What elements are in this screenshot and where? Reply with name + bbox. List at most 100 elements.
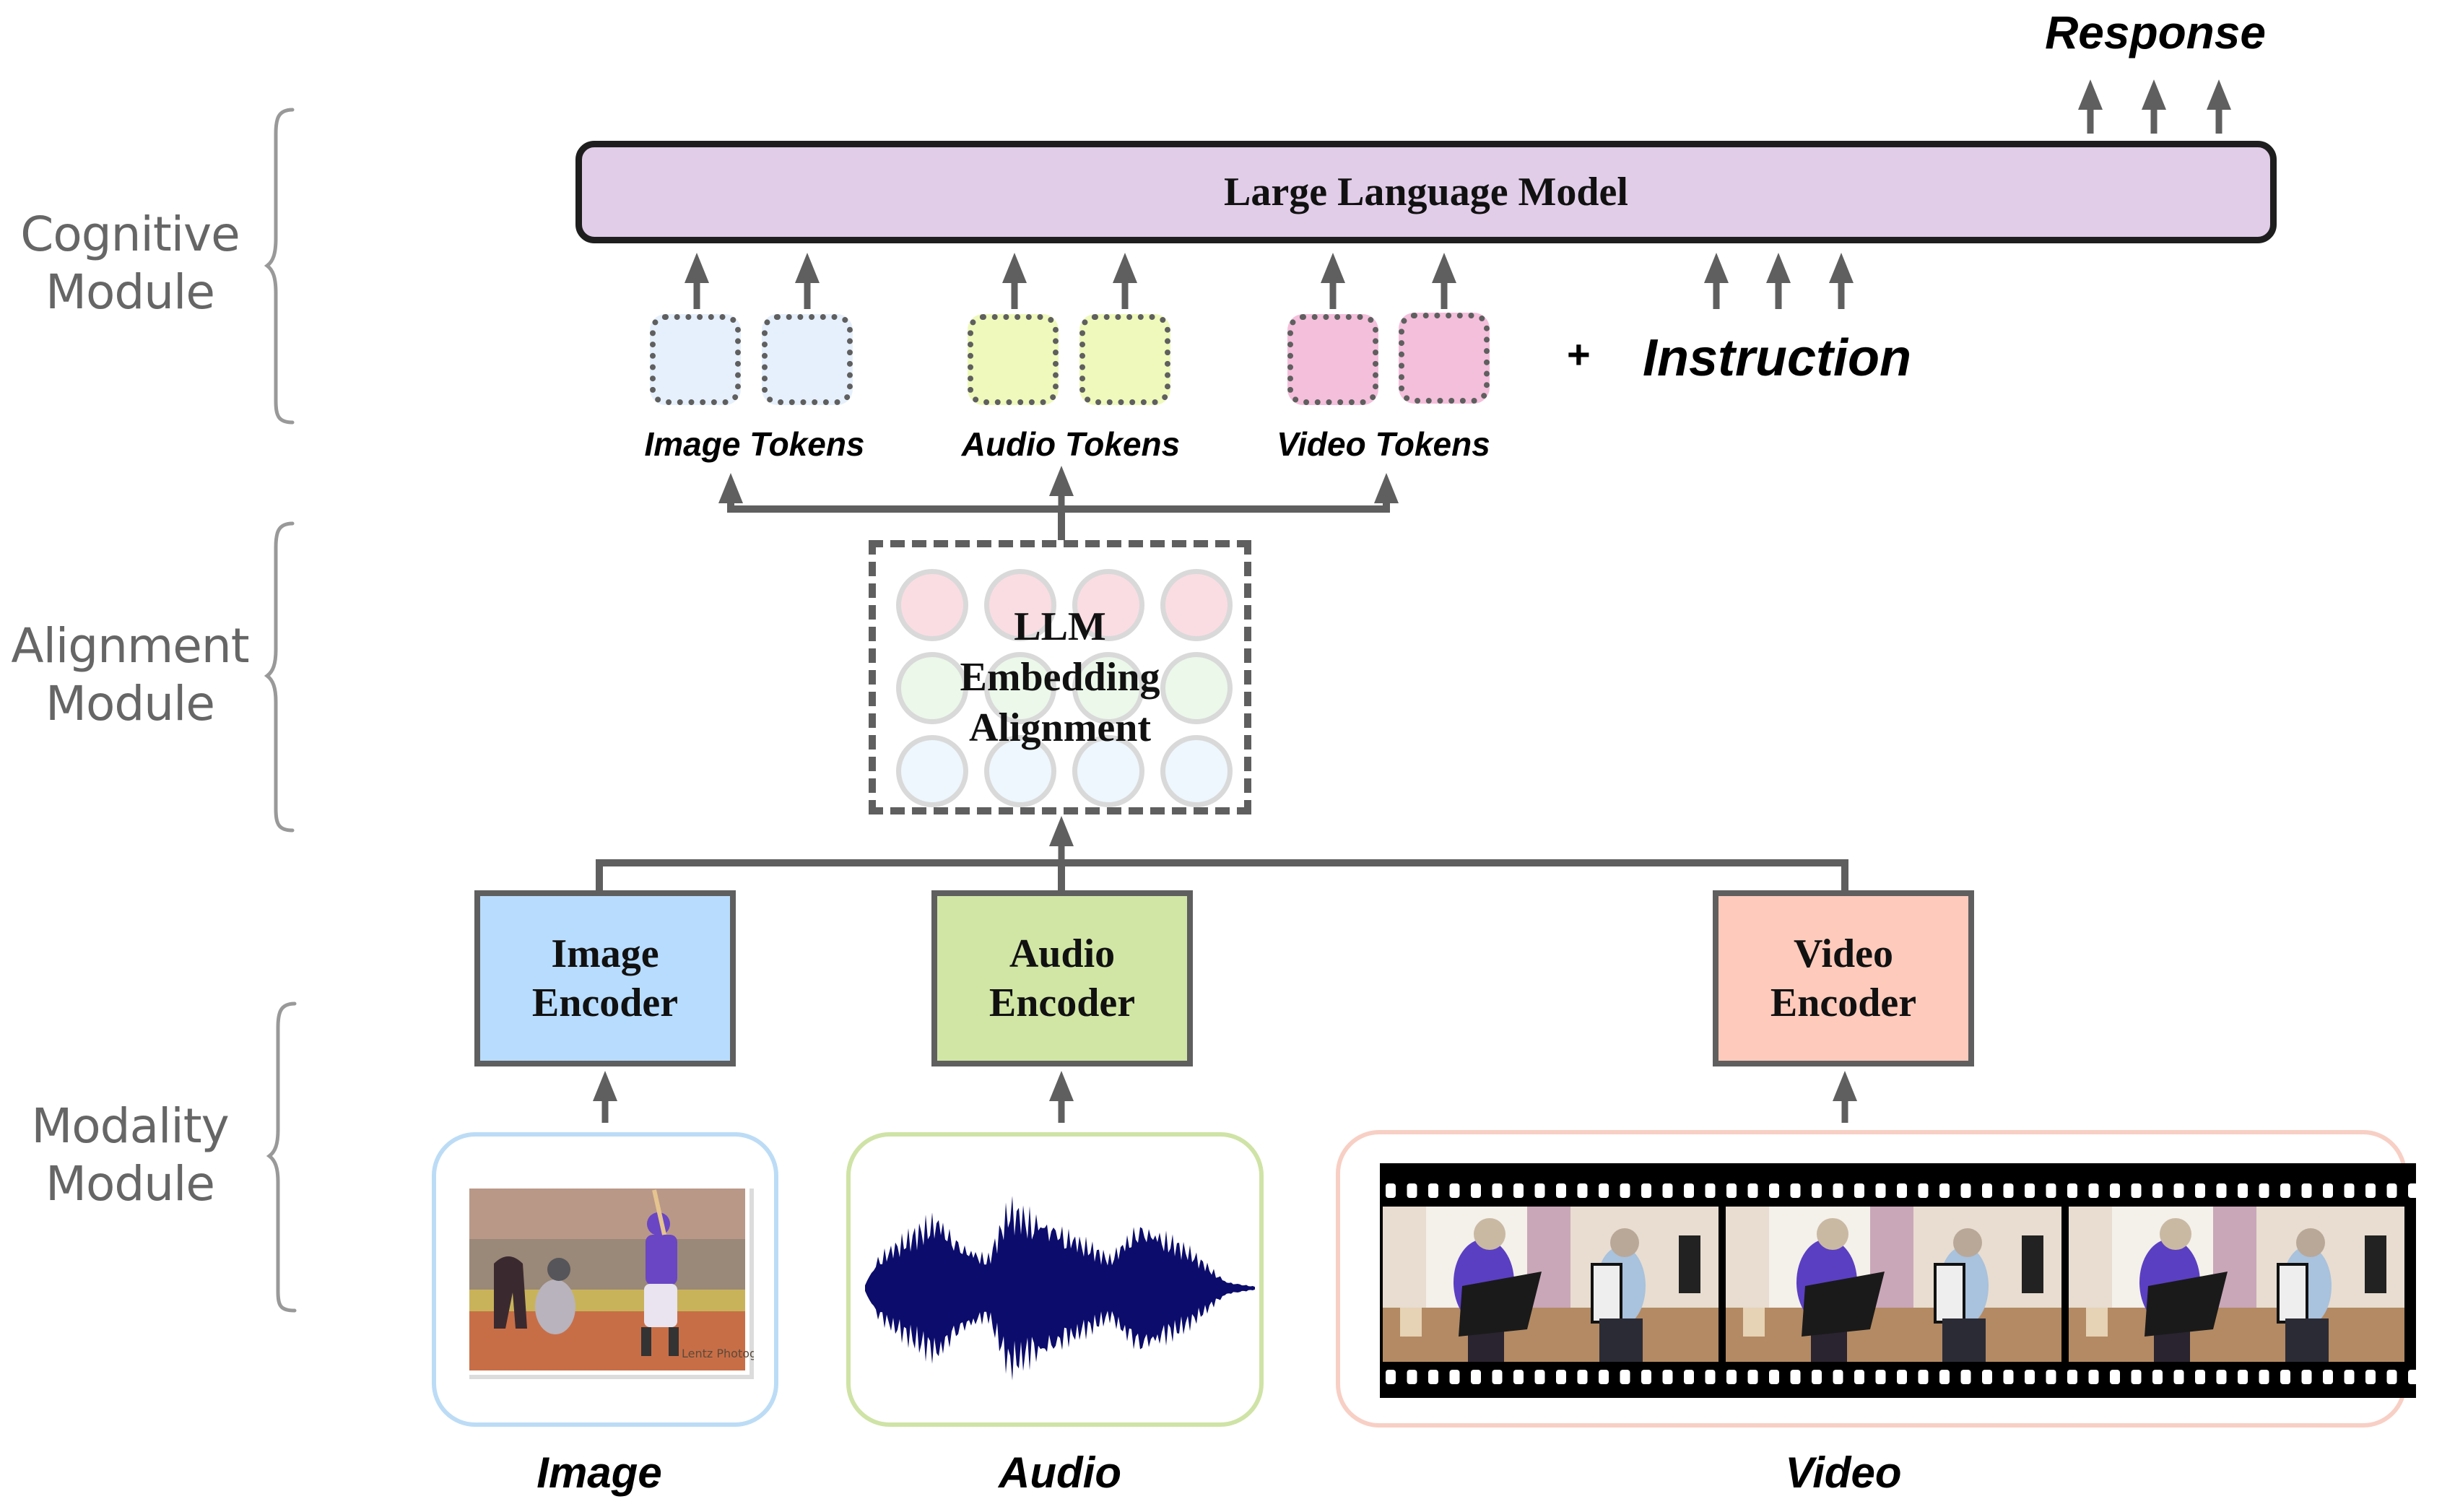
embedding-circle [984, 735, 1056, 807]
alignment-line1: LLM [1014, 604, 1106, 649]
film-hole-top [1492, 1183, 1503, 1198]
embedding-circle [896, 735, 968, 807]
film-hole-bottom [2259, 1370, 2269, 1384]
film-hole-top [2067, 1183, 2077, 1198]
film-hole-bottom [1556, 1370, 1566, 1384]
film-hole-bottom [2110, 1370, 2120, 1384]
token-to-llm-arrow-icon [795, 253, 820, 309]
film-hole-bottom [1726, 1370, 1737, 1384]
image-tokens-label: Image Tokens [644, 425, 865, 463]
llm-embedding-alignment-box: LLM Embedding Alignment [869, 540, 1251, 814]
film-hole-top [1471, 1183, 1481, 1198]
video-frame [2069, 1207, 2404, 1362]
film-hole-top [1726, 1183, 1737, 1198]
film-hole-bottom [1534, 1370, 1545, 1384]
instruction-label: Instruction [1643, 329, 1911, 387]
video-token-1 [1287, 314, 1378, 405]
film-hole-top [2386, 1183, 2397, 1198]
embedding-circle [1072, 652, 1144, 724]
film-hole-top [2003, 1183, 2014, 1198]
film-hole-top [2301, 1183, 2312, 1198]
film-hole-bottom [1790, 1370, 1801, 1384]
embedding-circle [1072, 569, 1144, 641]
input-to-encoder-arrow-icon [593, 1071, 617, 1123]
film-hole-bottom [1449, 1370, 1460, 1384]
film-hole-bottom [2131, 1370, 2142, 1384]
token-to-llm-arrow-icon [1002, 253, 1027, 309]
film-hole-top [1854, 1183, 1864, 1198]
film-hole-bottom [2280, 1370, 2290, 1384]
film-hole-top [1939, 1183, 1950, 1198]
film-hole-top [2216, 1183, 2227, 1198]
film-hole-bottom [1620, 1370, 1630, 1384]
embedding-circle [1072, 735, 1144, 807]
film-strip [1380, 1163, 2416, 1398]
alignment-module-line2: Module [45, 676, 215, 731]
film-hole-bottom [2386, 1370, 2397, 1384]
alignment-module-label: Alignment Module [0, 617, 260, 733]
response-arrow-icon [2078, 79, 2103, 134]
modality-module-line1: Modality [31, 1098, 229, 1154]
film-hole-top [2344, 1183, 2355, 1198]
film-hole-top [2323, 1183, 2333, 1198]
video-input-box [1336, 1130, 2416, 1428]
film-hole-bottom [1599, 1370, 1609, 1384]
video-encoder-line1: Video [1794, 931, 1893, 976]
film-hole-top [1705, 1183, 1716, 1198]
film-hole-bottom [1407, 1370, 1417, 1384]
film-hole-bottom [1641, 1370, 1651, 1384]
token-to-llm-arrow-icon [1321, 253, 1345, 309]
film-hole-bottom [2173, 1370, 2184, 1384]
modality-module-label: Modality Module [0, 1098, 260, 1213]
response-arrow-icon [2142, 79, 2166, 134]
film-hole-bottom [1428, 1370, 1438, 1384]
audio-input-label: Audio [999, 1448, 1121, 1497]
llm-label: Large Language Model [1224, 170, 1628, 214]
film-hole-bottom [1875, 1370, 1886, 1384]
film-hole-bottom [2344, 1370, 2355, 1384]
embedding-circle [984, 569, 1056, 641]
instruction-arrow-icon [1766, 253, 1791, 309]
image-encoder-line1: Image [551, 931, 659, 976]
image-encoder-line2: Encoder [531, 981, 679, 1025]
audio-token-1 [968, 314, 1059, 405]
alignment-module-line1: Alignment [11, 618, 249, 674]
film-hole-top [1790, 1183, 1801, 1198]
embedding-circle [896, 652, 968, 724]
film-hole-bottom [1960, 1370, 1971, 1384]
embedding-circle [1160, 735, 1233, 807]
film-hole-top [1662, 1183, 1673, 1198]
film-hole-top [1449, 1183, 1460, 1198]
film-hole-bottom [1918, 1370, 1929, 1384]
film-hole-bottom [1833, 1370, 1843, 1384]
token-to-llm-arrow-icon [685, 253, 709, 309]
film-hole-top [2152, 1183, 2163, 1198]
film-hole-top [1747, 1183, 1758, 1198]
film-hole-top [2173, 1183, 2184, 1198]
image-input-box: Lentz Photography [432, 1132, 778, 1427]
film-hole-top [1641, 1183, 1651, 1198]
film-hole-top [1833, 1183, 1843, 1198]
cognitive-module-line2: Module [45, 264, 215, 320]
film-hole-top [2088, 1183, 2099, 1198]
encoder-connector-line [596, 859, 1848, 890]
video-frame [1383, 1207, 1718, 1362]
film-hole-bottom [2216, 1370, 2227, 1384]
video-tokens-label: Video Tokens [1277, 425, 1490, 463]
cognitive-module-label: Cognitive Module [0, 206, 260, 321]
large-language-model-box: Large Language Model [575, 141, 2277, 243]
film-hole-top [1620, 1183, 1630, 1198]
film-hole-top [1897, 1183, 1907, 1198]
film-hole-bottom [1769, 1370, 1779, 1384]
film-hole-bottom [2323, 1370, 2333, 1384]
film-hole-top [2131, 1183, 2142, 1198]
token-to-llm-arrow-icon [1432, 253, 1456, 309]
film-hole-top [2238, 1183, 2248, 1198]
film-hole-bottom [2088, 1370, 2099, 1384]
image-token-2 [762, 314, 853, 405]
film-hole-bottom [1747, 1370, 1758, 1384]
